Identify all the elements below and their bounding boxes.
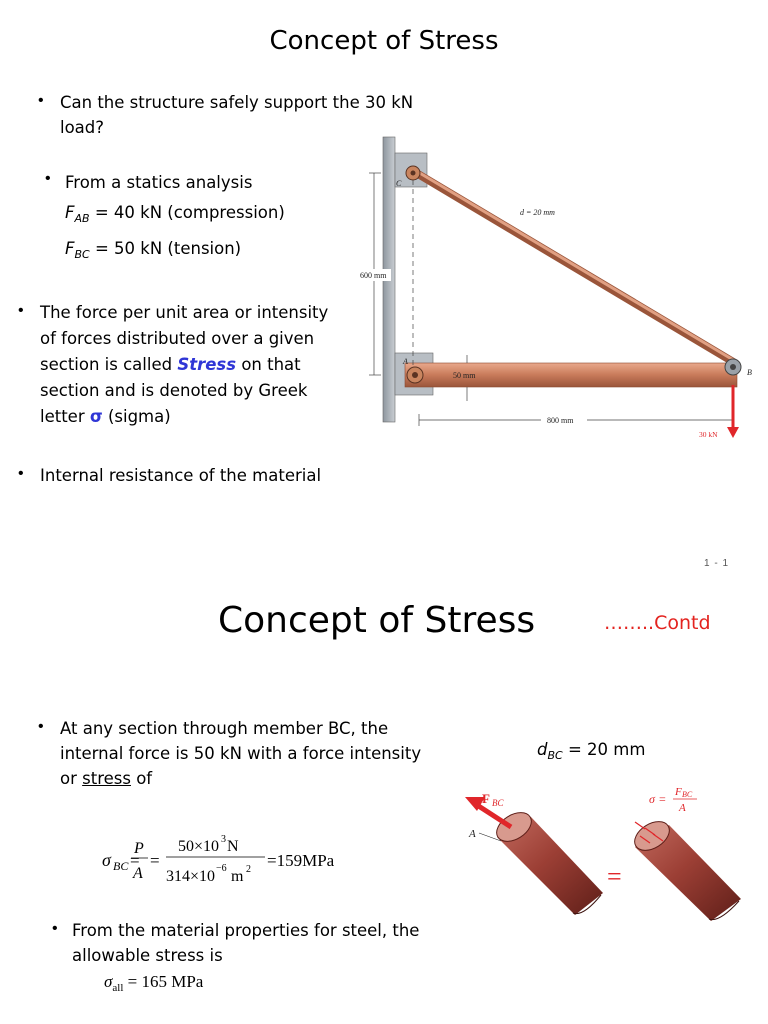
svg-text:50×10: 50×10 (178, 838, 219, 855)
label-600mm: 600 mm (360, 271, 387, 280)
rod-right (634, 821, 741, 921)
contd-label: ……..Contd (604, 612, 711, 634)
dbc-label: dBC = 20 mm (537, 740, 646, 762)
slide1-bullet3: The force per unit area or intensity of … (40, 303, 329, 426)
force-arrow-left-head (465, 797, 485, 811)
member-bc-highlight (411, 167, 737, 363)
rod-left (496, 812, 603, 915)
force-arrow-left (475, 802, 513, 830)
stress-underlined: stress (82, 769, 131, 788)
svg-text:−6: −6 (216, 863, 227, 874)
bullet-dot: • (45, 170, 51, 187)
stress-term: Stress (177, 355, 237, 374)
svg-text:A: A (678, 802, 686, 814)
bullet-dot: • (38, 92, 44, 109)
distributed-stress-arrows (634, 821, 664, 844)
svg-text:N: N (227, 838, 239, 855)
slide1-title: Concept of Stress (269, 26, 499, 56)
bullet-dot: • (38, 718, 44, 735)
label-800mm: 800 mm (547, 416, 574, 425)
allowable-stress: σall = 165 MPa (104, 972, 204, 994)
svg-text:314×10: 314×10 (166, 868, 215, 885)
bullet-dot: • (52, 920, 58, 937)
truss-figure: 600 mm 50 mm 800 mm C A B d = 20 mm 30 k… (357, 136, 752, 439)
svg-text:3: 3 (221, 834, 226, 845)
page-number: 1 - 1 (704, 558, 730, 569)
label-load: 30 kN (699, 430, 718, 439)
load-arrow-head (727, 427, 739, 438)
svg-text:F: F (674, 786, 682, 798)
svg-text:A: A (132, 865, 143, 882)
member-bc (409, 167, 739, 367)
fbc-line: FBC = 50 kN (tension) (65, 239, 242, 261)
bullet-dot: • (18, 302, 24, 319)
label-a: A (402, 357, 408, 366)
svg-text:BC: BC (682, 790, 693, 799)
slide1-bullet2: From a statics analysis FAB = 40 kN (com… (65, 168, 385, 270)
member-ab (404, 362, 738, 388)
sigma-symbol: σ (89, 407, 103, 426)
equals-sign: = (607, 862, 622, 891)
fab-line: FAB = 40 kN (compression) (65, 203, 285, 225)
slide1-bullet1: Can the structure safely support the 30 … (60, 93, 414, 137)
label-d: d = 20 mm (520, 208, 555, 217)
svg-text:σ: σ (102, 850, 112, 870)
svg-text:σ: σ (649, 792, 656, 806)
label-a-section: A (468, 828, 476, 840)
svg-text:2: 2 (246, 864, 251, 875)
slide2-bullet2: From the material properties for steel, … (72, 921, 420, 965)
bullet-dot: • (18, 465, 24, 482)
rod-section-figure: F BC A = σ = F BC A (465, 786, 741, 921)
svg-text:BC: BC (492, 798, 504, 808)
stress-equation: σ BC = P A = 50×10 3 N 314×10 −6 m 2 =15… (102, 834, 335, 885)
label-b: B (747, 368, 752, 377)
slide2-title: Concept of Stress (218, 600, 536, 641)
svg-text:=159MPa: =159MPa (267, 851, 335, 870)
label-50mm: 50 mm (453, 371, 476, 380)
svg-text:P: P (133, 840, 144, 857)
slide1-bullet4: Internal resistance of the material (40, 466, 322, 485)
svg-text:=: = (130, 851, 140, 870)
slide2-bullet1: At any section through member BC, the in… (60, 719, 422, 788)
svg-text:BC: BC (113, 859, 129, 873)
label-c: C (396, 179, 402, 188)
svg-text:F: F (482, 791, 490, 806)
svg-text:=: = (659, 792, 666, 806)
svg-text:m: m (231, 868, 244, 885)
svg-text:=: = (150, 851, 160, 870)
